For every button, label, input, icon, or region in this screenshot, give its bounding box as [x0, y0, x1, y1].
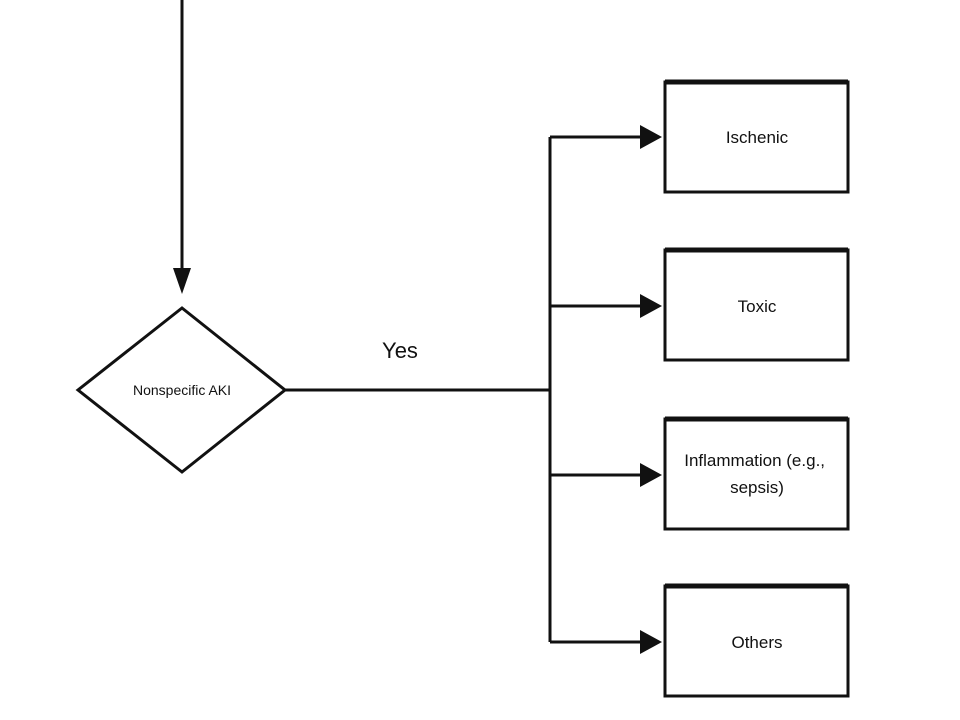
outcome-box-toxic [663, 248, 850, 362]
branch-arrowhead-others [640, 630, 662, 654]
outcome-label-toxic-line-1: Toxic [738, 297, 777, 316]
branch-arrowhead-ischenic [640, 125, 662, 149]
outcome-label-ischenic: Ischenic [726, 128, 789, 147]
decision-diamond [75, 306, 288, 474]
outcome-label-inflammation: Inflammation (e.g., sepsis) [684, 451, 830, 497]
incoming-arrowhead [173, 268, 191, 294]
branch-arrowhead-inflammation [640, 463, 662, 487]
outcome-label-ischenic-line-1: Ischenic [726, 128, 789, 147]
decision-label: Nonspecific AKI [133, 382, 231, 398]
outcome-label-toxic: Toxic [738, 297, 777, 316]
outcome-label-others-line-1: Others [731, 633, 782, 652]
outcome-box-inflammation [663, 417, 850, 531]
branch-arrowhead-toxic [640, 294, 662, 318]
outcome-label-inflammation-line-1: Inflammation (e.g., [684, 451, 825, 470]
outcome-label-inflammation-line-2: sepsis) [730, 478, 784, 497]
outcome-box-others [663, 584, 850, 698]
outcome-label-others: Others [731, 633, 782, 652]
outcome-box-ischenic [663, 80, 850, 194]
yes-label: Yes [382, 338, 418, 363]
